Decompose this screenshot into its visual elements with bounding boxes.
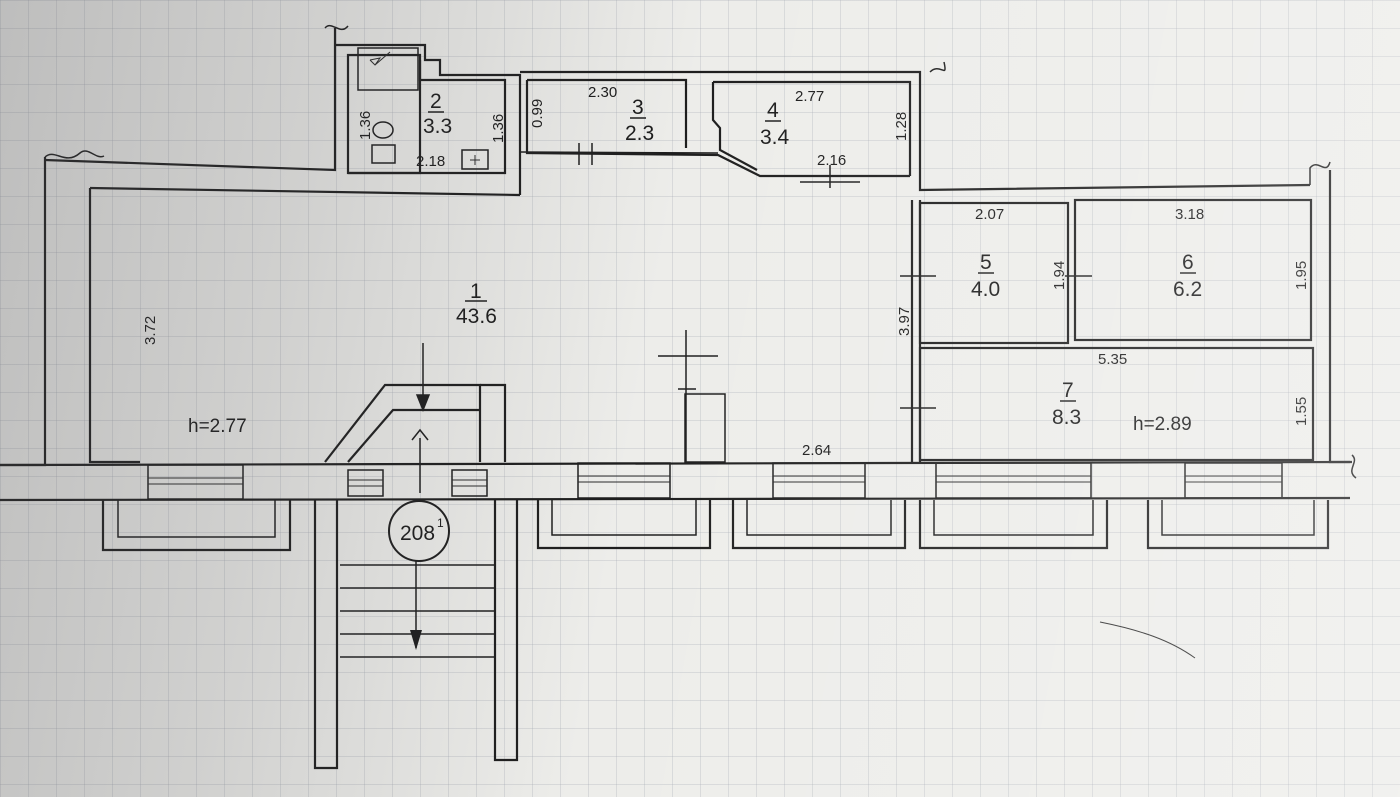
room-3-number: 3 [632,96,644,119]
light-wells [101,500,1330,552]
dim-room2-bottom: 2.18 [416,153,445,170]
unit-marker: 208 1 [388,500,450,562]
dim-room6-top: 3.18 [1175,206,1204,223]
exterior-stairs [313,500,1196,770]
dim-corridor-passage: 2.16 [817,152,846,169]
unit-marker-number: 208 [400,522,435,545]
ceiling-height-east: h=2.89 [1133,414,1192,435]
entrance-structure [324,330,726,493]
room-7-area: 8.3 [1052,406,1081,429]
room-2-outline [346,47,507,175]
room-2-area: 3.3 [423,115,452,138]
dim-room7-top: 5.35 [1098,351,1127,368]
east-rooms-outline [900,198,1315,462]
room-4-outline [711,80,912,188]
room-1-area: 43.6 [456,305,497,328]
dim-room4-right: 1.28 [893,112,910,141]
dim-corridor-height: 3.97 [896,307,913,336]
room-6-area: 6.2 [1173,278,1202,301]
room-4-area: 3.4 [760,126,790,149]
dim-room5-right: 1.94 [1051,261,1068,290]
dim-room6-right: 1.95 [1293,261,1310,290]
dim-room5-top: 2.07 [975,206,1004,223]
label-fraction-bars [428,111,1196,402]
room-5-area: 4.0 [971,278,1000,301]
room-6-number: 6 [1182,251,1194,274]
room-4-number: 4 [767,99,779,122]
dim-south-wall: 2.64 [802,442,831,459]
room-5-number: 5 [980,251,992,274]
room-3-area: 2.3 [625,122,654,145]
dim-room1-height: 3.72 [142,316,159,345]
windows [147,462,1283,500]
dim-room2-right: 1.36 [490,114,507,143]
dim-room2-left: 1.36 [357,111,374,140]
dim-room4-top: 2.77 [795,88,824,105]
room-2-number: 2 [430,90,442,113]
room-3-outline [519,78,910,178]
room-1-number: 1 [470,280,482,303]
room-7-number: 7 [1062,379,1074,402]
ceiling-height-main: h=2.77 [188,416,247,437]
dim-room3-top: 2.30 [588,84,617,101]
dim-room3-left: 0.99 [529,99,546,128]
unit-marker-sup: 1 [437,516,444,530]
dim-room7-right: 1.55 [1293,397,1310,426]
